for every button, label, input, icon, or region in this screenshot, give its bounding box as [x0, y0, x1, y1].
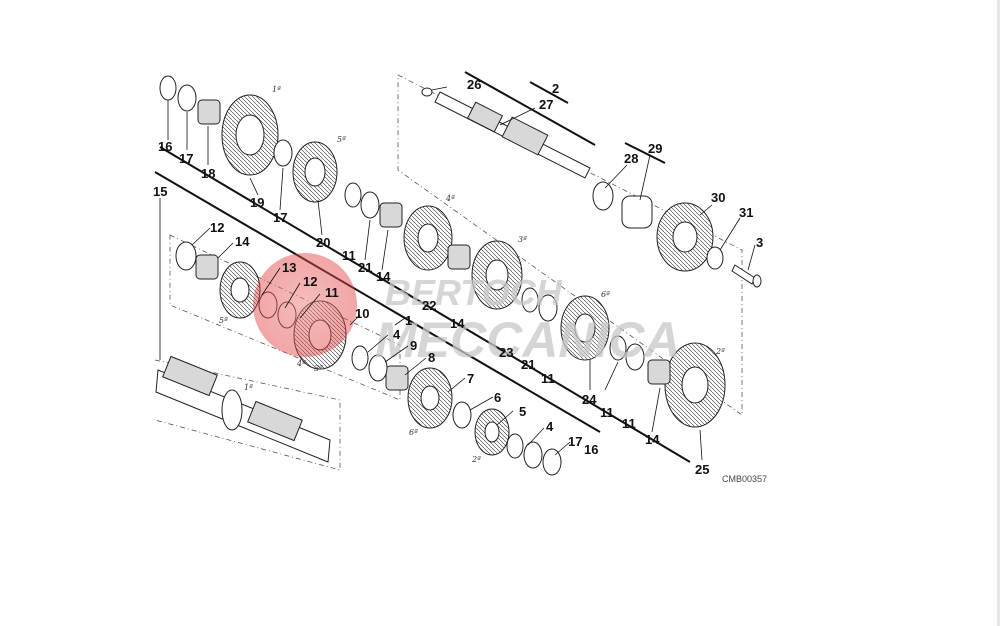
callout-21a: 21: [358, 260, 372, 275]
callout-11c: 11: [541, 371, 555, 386]
callout-14c: 14: [450, 316, 465, 331]
gear-ordinal-marks: 1ª 5ª 4ª 3ª 6ª 2ª 5ª 4ª 3ª 6ª 2ª 1ª: [219, 85, 725, 464]
callout-23: 23: [499, 345, 513, 360]
watermark-line-2: MECCANICA: [375, 312, 681, 368]
gear-6: [560, 295, 610, 361]
gear-6-lower: [407, 367, 453, 429]
gear-5: [292, 141, 338, 203]
watermark-line-1: BERTOCH: [385, 272, 563, 313]
callout-11a: 11: [325, 285, 339, 300]
gear-mark-3-lower: 3ª: [314, 364, 323, 373]
callout-26: 26: [467, 77, 481, 92]
callout-19: 19: [250, 195, 264, 210]
callout-24: 24: [582, 392, 597, 407]
callout-12a: 12: [210, 220, 224, 235]
gear-mark-6-lower: 6ª: [409, 428, 418, 437]
leader-lines: [159, 86, 756, 461]
callout-2: 2: [552, 81, 559, 96]
bolt: [731, 264, 762, 288]
gear-mark-2-lower: 2ª: [471, 455, 481, 464]
bearings: [195, 99, 671, 391]
gear-mark-5-lower: 5ª: [219, 316, 228, 325]
window-edge: [997, 0, 1000, 626]
gear-mark-1: 1ª: [272, 85, 281, 94]
callout-7: 7: [467, 371, 474, 386]
axis-lines: [154, 71, 691, 463]
callout-10: 10: [355, 306, 369, 321]
gear-1: [221, 94, 279, 176]
callout-17b: 17: [273, 210, 287, 225]
callout-16b: 16: [584, 442, 598, 457]
callout-4b: 4: [546, 419, 554, 434]
gear-mark-5: 5ª: [337, 135, 346, 144]
gear-mark-6: 6ª: [601, 290, 610, 299]
callout-25: 25: [695, 462, 709, 477]
callout-labels: 1 2 3 4 4 5 6 7 8 9 10 11 11 11 11 11 11…: [153, 77, 763, 477]
callout-15: 15: [153, 184, 167, 199]
gear-2: [664, 342, 726, 428]
callout-13: 13: [282, 260, 296, 275]
shaft-lower: [155, 355, 331, 463]
callout-22: 22: [422, 298, 436, 313]
callout-4a: 4: [393, 327, 401, 342]
callout-30: 30: [711, 190, 725, 205]
gear-mark-3: 3ª: [518, 235, 527, 244]
callout-5: 5: [519, 404, 526, 419]
gear-2-lower: [474, 408, 510, 456]
callout-29: 29: [648, 141, 662, 156]
callout-27: 27: [539, 97, 553, 112]
gears: [219, 94, 726, 456]
reference-code: CMB00357: [722, 474, 767, 484]
callout-17a: 17: [179, 151, 193, 166]
watermark-logo: BERTOCH MECCANICA: [253, 253, 681, 368]
callout-11b: 11: [342, 248, 356, 263]
gear-5-lower: [219, 261, 261, 319]
callout-18: 18: [201, 166, 215, 181]
callout-21b: 21: [521, 357, 535, 372]
callout-1: 1: [405, 313, 412, 328]
gear-mark-1-shaft: 1ª: [244, 383, 253, 392]
callout-17c: 17: [568, 434, 582, 449]
callout-8: 8: [428, 350, 435, 365]
callout-12b: 12: [303, 274, 317, 289]
gear-4: [403, 205, 453, 271]
gear-mark-4-lower: 4ª: [296, 359, 306, 368]
gear-mark-4: 4ª: [445, 194, 455, 203]
callout-11e: 11: [622, 416, 636, 431]
callout-14a: 14: [235, 234, 250, 249]
callout-11d: 11: [600, 405, 614, 420]
sprocket: [656, 202, 714, 272]
callout-6: 6: [494, 390, 501, 405]
shaft-upper: [421, 87, 591, 179]
gear-mark-2: 2ª: [715, 347, 725, 356]
callout-14b: 14: [376, 269, 391, 284]
callout-31: 31: [739, 205, 753, 220]
callout-14d: 14: [645, 432, 660, 447]
callout-3: 3: [756, 235, 763, 250]
callout-20: 20: [316, 235, 330, 250]
callout-28: 28: [624, 151, 638, 166]
gear-3: [471, 240, 523, 310]
callout-9: 9: [410, 338, 417, 353]
callout-16a: 16: [158, 139, 172, 154]
